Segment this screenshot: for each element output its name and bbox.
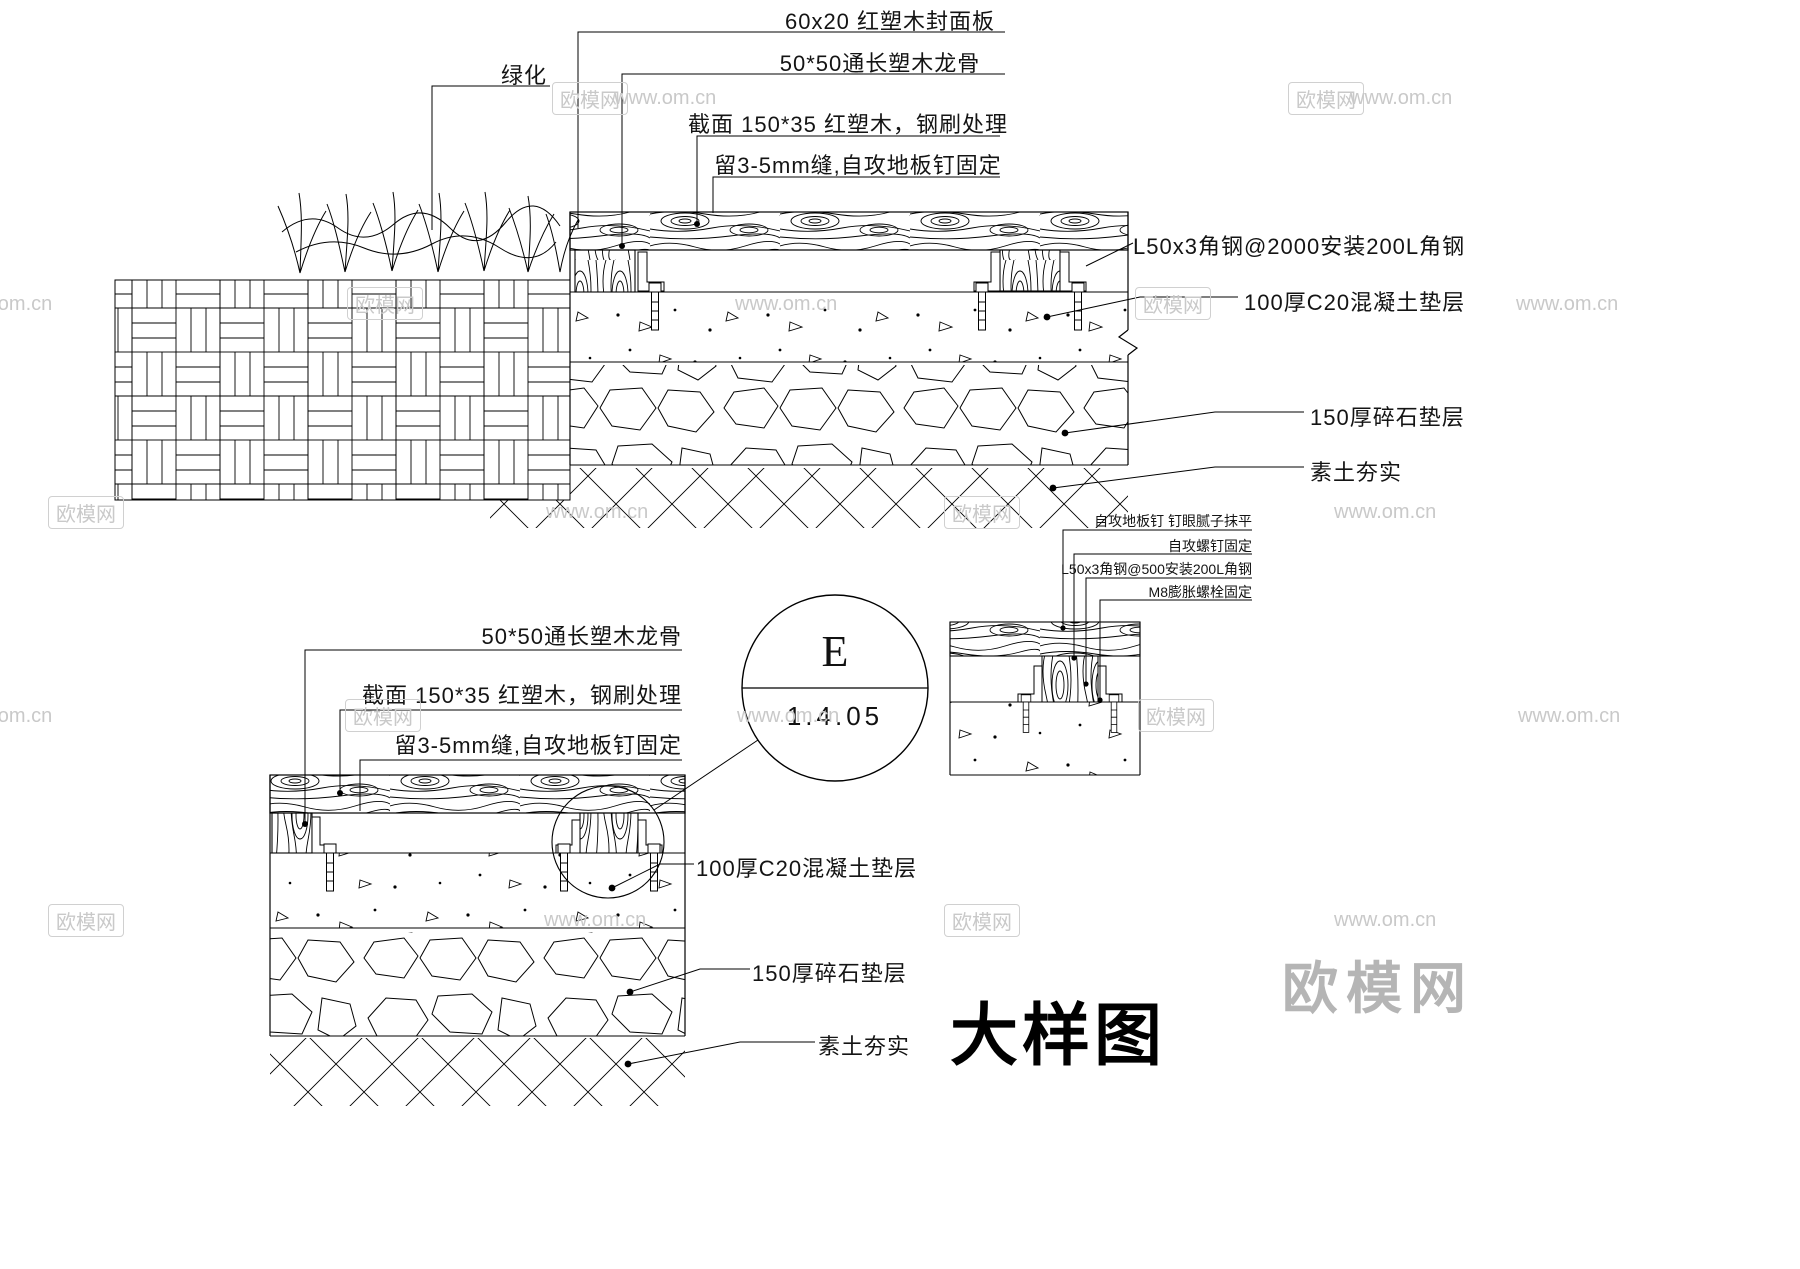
callout-board-gap: 留3-5mm缝,自攻地板钉固定 [714,153,1002,178]
watermark-logo: 欧模网 [345,699,421,732]
bottom-gravel-layer [270,932,685,1036]
callout-m8-bolt: M8膨胀螺栓固定 [1148,584,1252,600]
callout-concrete: 100厚C20混凝土垫层 [1244,290,1466,315]
watermark-logo-large: 欧模网 [1282,957,1474,1020]
label-greenery: 绿化 [500,63,548,88]
watermark-logo: 欧模网 [48,904,124,937]
watermark-logo: 欧模网 [944,496,1020,529]
bottom-soil-hatch [270,1038,685,1106]
callout-soil: 素土夯实 [1310,460,1403,485]
angle-bracket [1097,665,1123,703]
watermark-url: www.om.cn [735,293,838,315]
watermark-url: www.om.cn [0,705,53,727]
greenery-sketch [277,191,579,274]
detail-scope-circle [551,785,665,899]
drawing-title: 大样图 [950,998,1167,1074]
top-concrete-layer [570,292,1128,362]
callout-joist: 50*50通长塑木龙骨 [779,51,981,76]
top-soil-hatch [490,468,1128,528]
callout-bottom-board-section: 截面 150*35 红塑木，钢刷处理 [362,683,682,708]
watermark-url: www.om.cn [546,501,649,523]
callout-bottom-board-gap: 留3-5mm缝,自攻地板钉固定 [394,733,682,758]
callout-cover-panel: 60x20 红塑木封面板 [784,9,996,34]
watermark-url: www.om.cn [1334,501,1437,523]
watermark-url: www.om.cn [1516,293,1619,315]
break-line [1117,212,1139,465]
detail-bubble-code: 1.4.05 [786,701,884,731]
detail-reference [551,594,929,899]
bottom-fascia-block [271,812,313,854]
watermark-logo: 欧模网 [1138,699,1214,732]
watermark-logo: 欧模网 [347,287,423,320]
angle-bracket [1017,665,1043,703]
callout-bottom-soil: 素土夯实 [818,1034,911,1059]
bottom-joist-block [579,812,639,854]
angle-bracket [637,819,663,854]
callout-angle-steel-500: L50x3角钢@500安装200L角钢 [1061,561,1252,577]
watermark-logo: 欧模网 [1135,287,1211,320]
detail-bubble-letter: E [821,627,849,676]
fixing-joist-block [1041,655,1099,703]
watermark-url: www.om.cn [1350,87,1453,109]
top-detail-drawing [114,211,1139,528]
watermark-logo: 欧模网 [944,904,1020,937]
angle-bracket [1059,251,1087,292]
watermark-url: www.om.cn [544,909,647,931]
callout-board-section: 截面 150*35 红塑木，钢刷处理 [688,112,1008,137]
top-deck-board [569,211,1129,251]
top-gravel-layer [570,365,1128,465]
callout-bottom-gravel: 150厚碎石垫层 [752,961,907,986]
callout-bottom-joist: 50*50通长塑木龙骨 [481,624,682,649]
bottom-concrete-layer [270,853,685,928]
leader-dots [302,221,1103,1068]
watermark-url: www.om.cn [737,705,840,727]
watermark-url: www.om.cn [1334,909,1437,931]
fixing-concrete-layer [950,702,1140,775]
top-joist-block [999,249,1061,292]
fixing-deck-board [949,621,1141,657]
leader-lines [304,31,1304,1065]
fixing-detail-drawing [949,621,1141,776]
callout-tapping-screw: 自攻螺钉固定 [1168,538,1252,554]
bottom-detail-drawing [269,774,686,1106]
angle-bracket [973,251,1001,292]
bottom-deck-board [269,774,686,814]
angle-bracket [555,819,581,854]
watermark-url: www.om.cn [0,293,53,315]
angle-bracket [637,251,665,292]
callout-floor-nail: 自攻地板钉 钉眼腻子抹平 [1094,513,1252,529]
watermark-url: www.om.cn [1518,705,1621,727]
callout-gravel: 150厚碎石垫层 [1310,405,1465,430]
paving-hatch [114,279,571,501]
watermark-logo: 欧模网 [1288,82,1364,115]
watermark-url: www.om.cn [614,87,717,109]
top-fascia-block [574,249,636,293]
watermark-logo: 欧模网 [48,496,124,529]
callout-bottom-concrete: 100厚C20混凝土垫层 [696,856,918,881]
callout-angle-steel: L50x3角钢@2000安装200L角钢 [1133,234,1466,259]
watermark-logo: 欧模网 [552,82,628,115]
